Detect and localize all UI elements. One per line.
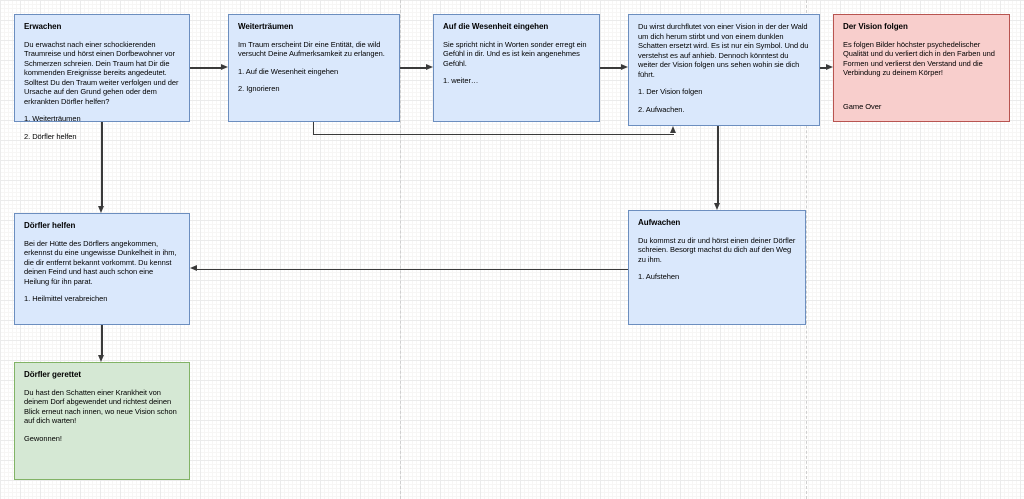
node-body: Du wirst durchflutet von einer Vision in… (638, 22, 809, 79)
node-der-vision-folgen[interactable]: Der Vision folgen Es folgen Bilder höchs… (833, 14, 1010, 122)
page-divider-vertical-1 (400, 0, 401, 499)
node-body: Im Traum erscheint Dir eine Entität, die… (238, 39, 385, 59)
node-wesenheit-eingehen[interactable]: Auf die Wesenheit eingehen Sie spricht n… (433, 14, 600, 122)
node-title: Auf die Wesenheit eingehen (443, 22, 549, 31)
option-line: 1. Heilmittel verabreichen (24, 294, 108, 303)
node-weitertraeumen[interactable]: Weiterträumen Im Traum erscheint Dir ein… (228, 14, 400, 122)
node-body: Es folgen Bilder höchster psychedelische… (843, 39, 995, 78)
option-line: 1. weiter… (443, 76, 479, 85)
node-title: Dörfler gerettet (24, 370, 81, 379)
node-title: Aufwachen (638, 218, 681, 227)
option-line: 2. Ignorieren (238, 84, 280, 93)
page-divider-vertical-2 (806, 0, 807, 499)
node-body: Du hast den Schatten einer Krankheit von… (24, 387, 177, 426)
node-body: Bei der Hütte des Dörflers angekommen, e… (24, 238, 177, 286)
node-body: Du erwachst nach einer schockierenden Tr… (24, 39, 179, 106)
node-title: Erwachen (24, 22, 62, 31)
node-body: Sie spricht nicht in Worten sonder erreg… (443, 39, 587, 68)
option-line: 1. Auf die Wesenheit eingehen (238, 66, 339, 76)
option-line: 2. Aufwachen. (638, 104, 685, 114)
node-title: Dörfler helfen (24, 221, 76, 230)
option-line: 1. Der Vision folgen (638, 87, 703, 96)
node-body: Du kommst zu dir und hörst einen deiner … (638, 235, 796, 264)
node-erwachen[interactable]: Erwachen Du erwachst nach einer schockie… (14, 14, 190, 141)
option-line: 1. Aufstehen (638, 272, 680, 281)
node-title: Weiterträumen (238, 22, 294, 31)
node-title: Der Vision folgen (843, 22, 908, 31)
option-line: 2. Dörfler helfen (24, 131, 77, 141)
option-line: 1. Weiterträumen (24, 114, 81, 123)
gewonnen-text: Gewonnen! (24, 433, 62, 443)
node-doerfler-helfen[interactable]: Dörfler helfen Bei der Hütte des Dörfler… (14, 213, 190, 325)
game-over-text: Game Over (843, 101, 882, 111)
node-doerfler-gerettet[interactable]: Dörfler gerettet Du hast den Schatten ei… (14, 362, 190, 480)
node-vision[interactable]: Du wirst durchflutet von einer Vision in… (628, 14, 820, 126)
node-aufwachen[interactable]: Aufwachen Du kommst zu dir und hörst ein… (628, 210, 806, 325)
